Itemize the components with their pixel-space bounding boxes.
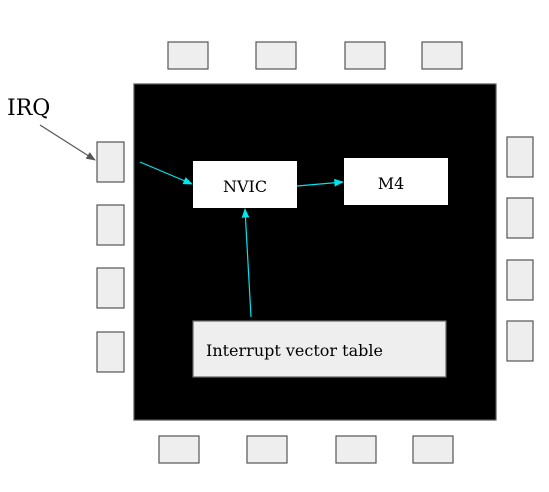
pin-left-3 <box>96 267 125 309</box>
pin-bottom-3 <box>335 435 377 464</box>
pin-right-3 <box>506 259 534 301</box>
m4-label: M4 <box>378 174 405 193</box>
pin-bottom-1 <box>158 435 200 464</box>
nvic-box <box>193 161 297 208</box>
irq-label: IRQ <box>7 96 50 121</box>
pin-left-1 <box>96 141 125 183</box>
m4-box <box>344 158 448 205</box>
pin-right-1 <box>506 136 534 178</box>
ivt-box <box>192 320 447 378</box>
ivt-label: Interrupt vector table <box>206 341 383 360</box>
pin-left-4 <box>96 331 125 373</box>
pin-top-3 <box>344 41 386 70</box>
ivt-to-nvic-arrow <box>241 208 252 318</box>
pin-right-4 <box>506 320 534 362</box>
pin-right-2 <box>506 197 534 239</box>
pin-top-1 <box>167 41 209 70</box>
pin-bottom-4 <box>412 435 454 464</box>
nvic-label: NVIC <box>223 177 267 196</box>
nvic-to-m4-arrow <box>296 178 344 187</box>
irq-to-nvic-arrow <box>139 161 193 185</box>
irq-arrow <box>39 124 96 161</box>
pin-left-2 <box>96 204 125 246</box>
pin-top-4 <box>421 41 463 70</box>
pin-top-2 <box>255 41 297 70</box>
pin-bottom-2 <box>246 435 288 464</box>
